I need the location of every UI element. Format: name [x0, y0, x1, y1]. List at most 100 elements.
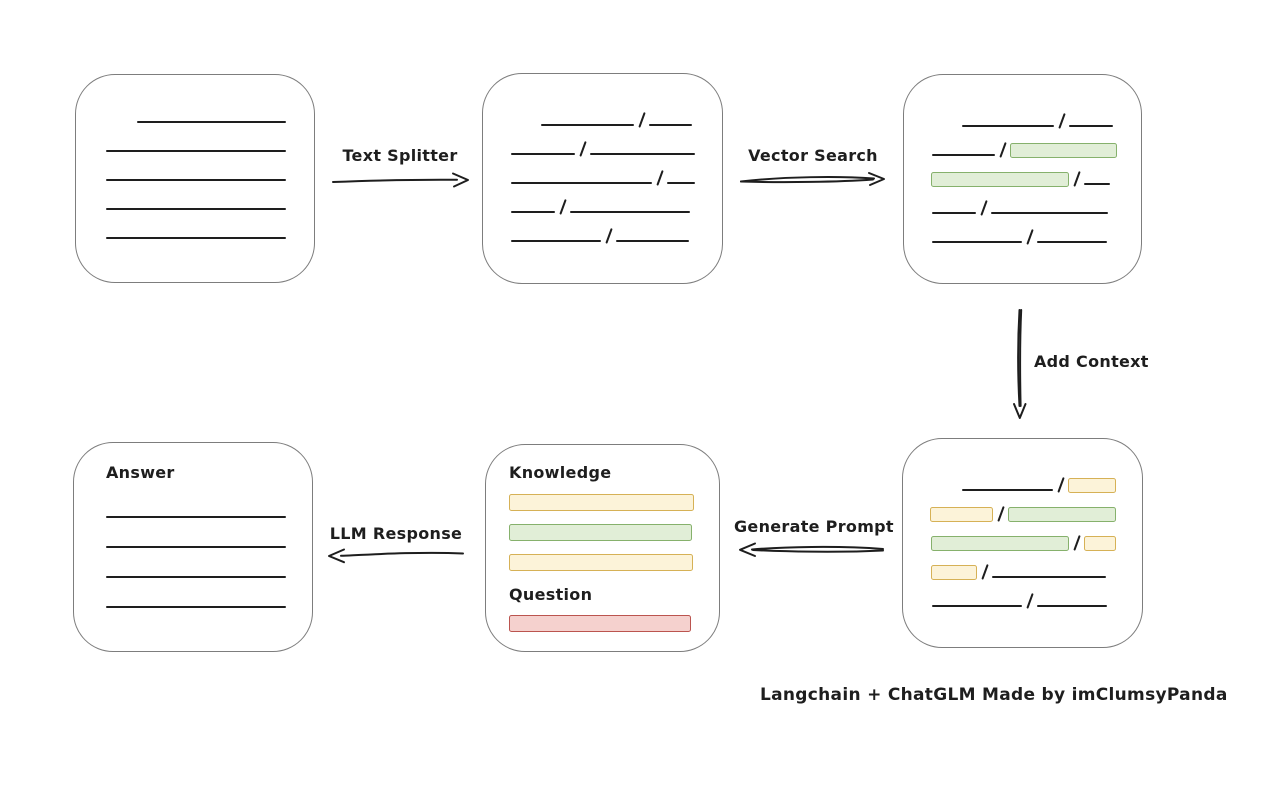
- arrowhead-right-icon: [868, 172, 885, 186]
- answer-node: Answer: [73, 442, 313, 652]
- chunk-row: [511, 199, 722, 215]
- slash-separator: [605, 228, 614, 244]
- arrowhead-right-icon: [452, 172, 469, 188]
- yellow-highlight-chunk: [931, 565, 977, 580]
- text-segment: [590, 153, 696, 155]
- slash-separator: [1057, 477, 1066, 493]
- chunk-row: [932, 593, 1142, 609]
- vector-matches-node: [903, 74, 1142, 284]
- chunk-rows: [904, 75, 1141, 245]
- arrowhead-left-icon: [739, 542, 756, 557]
- text-segment: [932, 241, 1022, 243]
- arrowhead-left-icon: [328, 548, 345, 564]
- prompt-node: Knowledge Question: [485, 444, 720, 652]
- text-splitter-label: Text Splitter: [342, 146, 458, 165]
- green-knowledge-bar: [509, 524, 692, 541]
- yellow-highlight-chunk: [1068, 478, 1117, 493]
- yellow-knowledge-bar: [509, 494, 694, 511]
- chunk-row: [930, 506, 1142, 522]
- chunk-rows: [483, 74, 722, 244]
- source-document-node: [75, 74, 315, 283]
- document-text-lines: [76, 75, 314, 239]
- text-line: [137, 121, 286, 123]
- text-segment: [932, 605, 1022, 607]
- credit-caption: Langchain + ChatGLM Made by imClumsyPand…: [760, 685, 1228, 705]
- arrow-shaft: [332, 178, 458, 183]
- slash-separator: [999, 142, 1008, 158]
- text-line: [106, 150, 286, 152]
- yellow-highlight-chunk: [1084, 536, 1117, 551]
- chunk-row: [511, 228, 722, 244]
- text-line: [106, 208, 286, 210]
- vector-search-label: Vector Search: [748, 146, 878, 165]
- text-segment: [962, 489, 1053, 491]
- text-segment: [511, 153, 575, 155]
- text-segment: [511, 240, 601, 242]
- answer-label: Answer: [106, 463, 175, 482]
- arrow-shaft: [752, 549, 884, 553]
- add-context-label: Add Context: [1034, 352, 1149, 371]
- arrow-shaft: [1019, 309, 1023, 407]
- text-segment: [962, 125, 1054, 127]
- text-splitter-arrow: [332, 172, 469, 188]
- split-chunks-node: [482, 73, 723, 284]
- add-context-arrow: [1013, 309, 1027, 419]
- green-highlight-chunk: [1010, 143, 1118, 158]
- chunk-rows: [903, 439, 1142, 609]
- text-segment: [1084, 183, 1111, 185]
- text-segment: [932, 154, 995, 156]
- arrow-shaft: [751, 545, 884, 551]
- text-segment: [511, 211, 555, 213]
- chunk-row: [962, 477, 1142, 493]
- arrowhead-down-icon: [1013, 403, 1027, 419]
- knowledge-bars: [509, 494, 719, 571]
- chunk-row: [932, 142, 1141, 158]
- chunk-row: [931, 171, 1141, 187]
- chunk-row: [541, 112, 722, 128]
- yellow-highlight-chunk: [930, 507, 993, 522]
- text-segment: [511, 182, 652, 184]
- text-line: [106, 576, 286, 578]
- text-segment: [1069, 125, 1114, 127]
- llm-response-arrow: [328, 548, 464, 564]
- slash-separator: [1026, 593, 1035, 609]
- text-segment: [667, 182, 696, 184]
- text-segment: [1037, 241, 1108, 243]
- text-segment: [541, 124, 634, 126]
- chunk-row: [962, 113, 1141, 129]
- red-question-bar: [509, 615, 691, 632]
- chunk-row: [931, 535, 1142, 551]
- text-segment: [570, 211, 691, 213]
- knowledge-label: Knowledge: [509, 463, 612, 482]
- slash-separator: [980, 200, 989, 216]
- chunk-row: [932, 200, 1141, 216]
- slash-separator: [638, 112, 647, 128]
- text-segment: [932, 212, 976, 214]
- text-segment: [992, 576, 1107, 578]
- generate-prompt-label: Generate Prompt: [734, 517, 894, 536]
- arrow-shaft: [740, 176, 875, 183]
- llm-response-label: LLM Response: [329, 524, 463, 543]
- chunk-row: [932, 229, 1141, 245]
- text-segment: [649, 124, 693, 126]
- slash-separator: [579, 141, 588, 157]
- vector-search-arrow: [740, 172, 885, 186]
- yellow-knowledge-bar: [509, 554, 693, 571]
- text-segment: [1037, 605, 1108, 607]
- generate-prompt-arrow: [739, 542, 884, 557]
- arrow-shaft: [1017, 309, 1021, 407]
- slash-separator: [559, 199, 568, 215]
- answer-text-lines: [106, 482, 312, 608]
- chunk-row: [511, 170, 722, 186]
- slash-separator: [997, 506, 1006, 522]
- text-line: [106, 546, 286, 548]
- text-line: [106, 179, 286, 181]
- green-highlight-chunk: [931, 172, 1069, 187]
- slash-separator: [981, 564, 990, 580]
- slash-separator: [1073, 171, 1082, 187]
- slash-separator: [1073, 535, 1082, 551]
- text-line: [106, 516, 286, 518]
- text-segment: [616, 240, 690, 242]
- slash-separator: [656, 170, 665, 186]
